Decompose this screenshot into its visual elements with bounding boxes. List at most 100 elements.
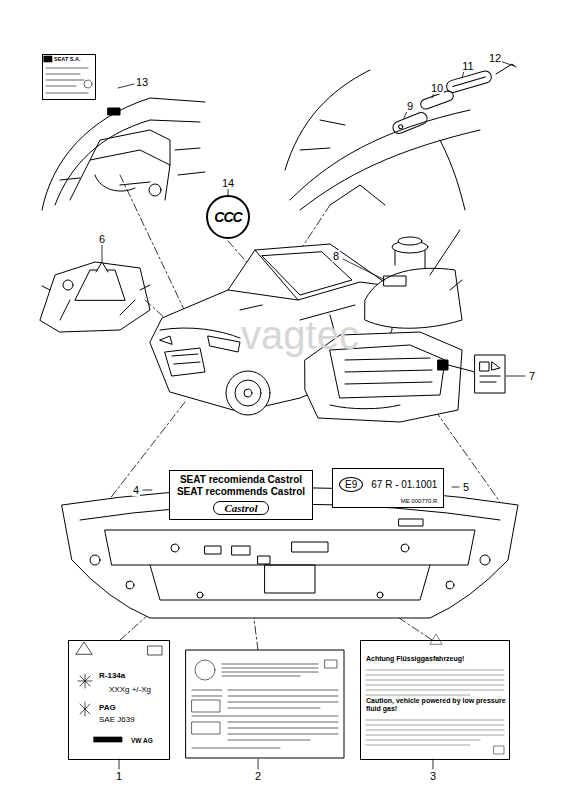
hood-hinge-sketch-part [300,130,480,210]
car-body-part [165,348,205,376]
hood-hinge-sketch-part [391,111,429,136]
engine-bay-sketch-part [149,184,161,196]
callout-leaders-part [258,759,259,769]
engine-right-sketch-part [492,362,500,370]
engine-left-sketch-part [42,285,150,320]
callout-number: 1 [115,770,123,782]
engine-left-sketch-part [75,270,125,300]
watermark: vagtec [240,313,360,358]
info-sticker-2 [186,650,344,758]
refrigerant-sticker-icons-part [94,737,122,742]
refrigerant-sticker-icons-part [148,646,162,655]
id-plate-lines [44,56,92,93]
front-bumper-part [150,565,430,600]
callout-number: 4 [132,484,140,496]
engine-left-sketch [40,262,150,332]
engine-right-sketch-part [438,360,448,370]
front-bumper-part [377,592,383,598]
engine-left-sketch-part [96,262,108,272]
id-plate-lines-part [46,93,88,94]
car-body-part [244,389,252,397]
sticker-text: SEAT recomienda Castrol [177,474,305,486]
hood-hinge-sketch-part-part [391,111,429,136]
front-bumper-part [205,546,221,554]
front-bumper-part [265,565,315,593]
sticker-text: ME 000770.R [339,498,437,504]
lpg-warning-sticker: Achtung Flüssiggasfahrzeug!Caution, vehi… [360,640,510,760]
callout-number: 14 [221,177,235,189]
hood-hinge-sketch-part-part [453,77,486,86]
engine-bay-sketch-part [90,130,170,165]
hood-hinge-sketch [285,64,516,210]
front-bumper-part [105,530,475,565]
front-bumper-part [232,546,250,555]
callout-leaders-part [462,71,464,78]
callout-number: 10 [430,82,444,94]
car-body-part [226,371,270,415]
info-sticker-2-part [192,722,220,734]
info-sticker-2-part [195,660,215,680]
engine-bay-sketch [42,98,205,210]
engine-bay-sketch-part [70,150,170,200]
callout-number: 13 [135,76,149,88]
hood-hinge-sketch-part [300,120,345,150]
sticker-text: CCC [214,209,241,225]
engine-right-sketch-part [345,358,432,384]
callout-leaders-part [404,111,407,118]
id-plate-lines-part [46,86,76,87]
coolant-reservoir-sketch-part [384,276,406,286]
callout-number: 5 [462,481,470,493]
parts-illustration-part [40,56,525,769]
info-sticker-2-part [192,700,220,712]
callout-leaders-part [452,487,459,488]
engine-right-sketch-part [480,382,496,383]
engine-bay-sketch-part [108,108,120,115]
callout-number: 7 [528,370,536,382]
engine-left-sketch-part [63,280,73,290]
refrigerant-sticker-icons-part [80,702,90,716]
front-bumper-part [480,555,490,565]
car-body-part [240,305,262,310]
engine-left-sketch-part [40,262,150,332]
info-sticker-2-part [222,664,318,676]
sticker-text: Castrol [213,501,268,515]
hood-hinge-sketch-part [330,185,385,205]
front-bumper-part [126,581,134,589]
sticker-text: XXXg +/-Xg [109,685,151,694]
front-bumper-part [446,581,454,589]
engine-right-sketch-part [475,355,505,393]
hood-hinge-sketch-part [285,70,370,170]
front-bumper-part [197,592,203,598]
coolant-reservoir-sketch-part [398,237,422,245]
callout-number: 11 [461,60,474,72]
engine-bay-sketch-part [55,120,200,205]
front-bumper-part [171,544,179,552]
lpg-sticker-lines-part [366,670,504,695]
callout-leaders-part [343,259,385,280]
engine-bay-sketch-part [42,98,205,210]
engine-right-sketch-part [480,362,489,371]
callout-leaders-part [119,759,120,769]
hood-hinge-sketch-part [445,70,493,94]
front-bumper-part [258,556,270,564]
front-bumper-part [401,544,409,552]
id-plate-lines-part [44,56,52,62]
front-bumper-part [292,542,328,552]
callout-leaders-part [433,759,434,769]
approval-sticker: E967 R - 01.1001ME 000770.R [332,468,444,508]
car-body-part [208,336,240,352]
hood-hinge-sketch-part [290,110,470,200]
info-sticker-2-part [325,660,337,668]
callout-leaders [102,61,525,769]
id-plate-lines-part [46,68,88,69]
lpg-sticker-lines-part [494,746,504,754]
sticker-text: PAG [99,703,116,712]
car-body-part [228,282,390,300]
car-body-part [160,336,172,344]
callout-number: 9 [406,100,414,112]
castrol-sticker: SEAT recomienda CastrolSEAT recommends C… [169,470,313,520]
engine-right-sketch-part [330,405,400,409]
sticker-text: SAE J639 [99,715,135,724]
